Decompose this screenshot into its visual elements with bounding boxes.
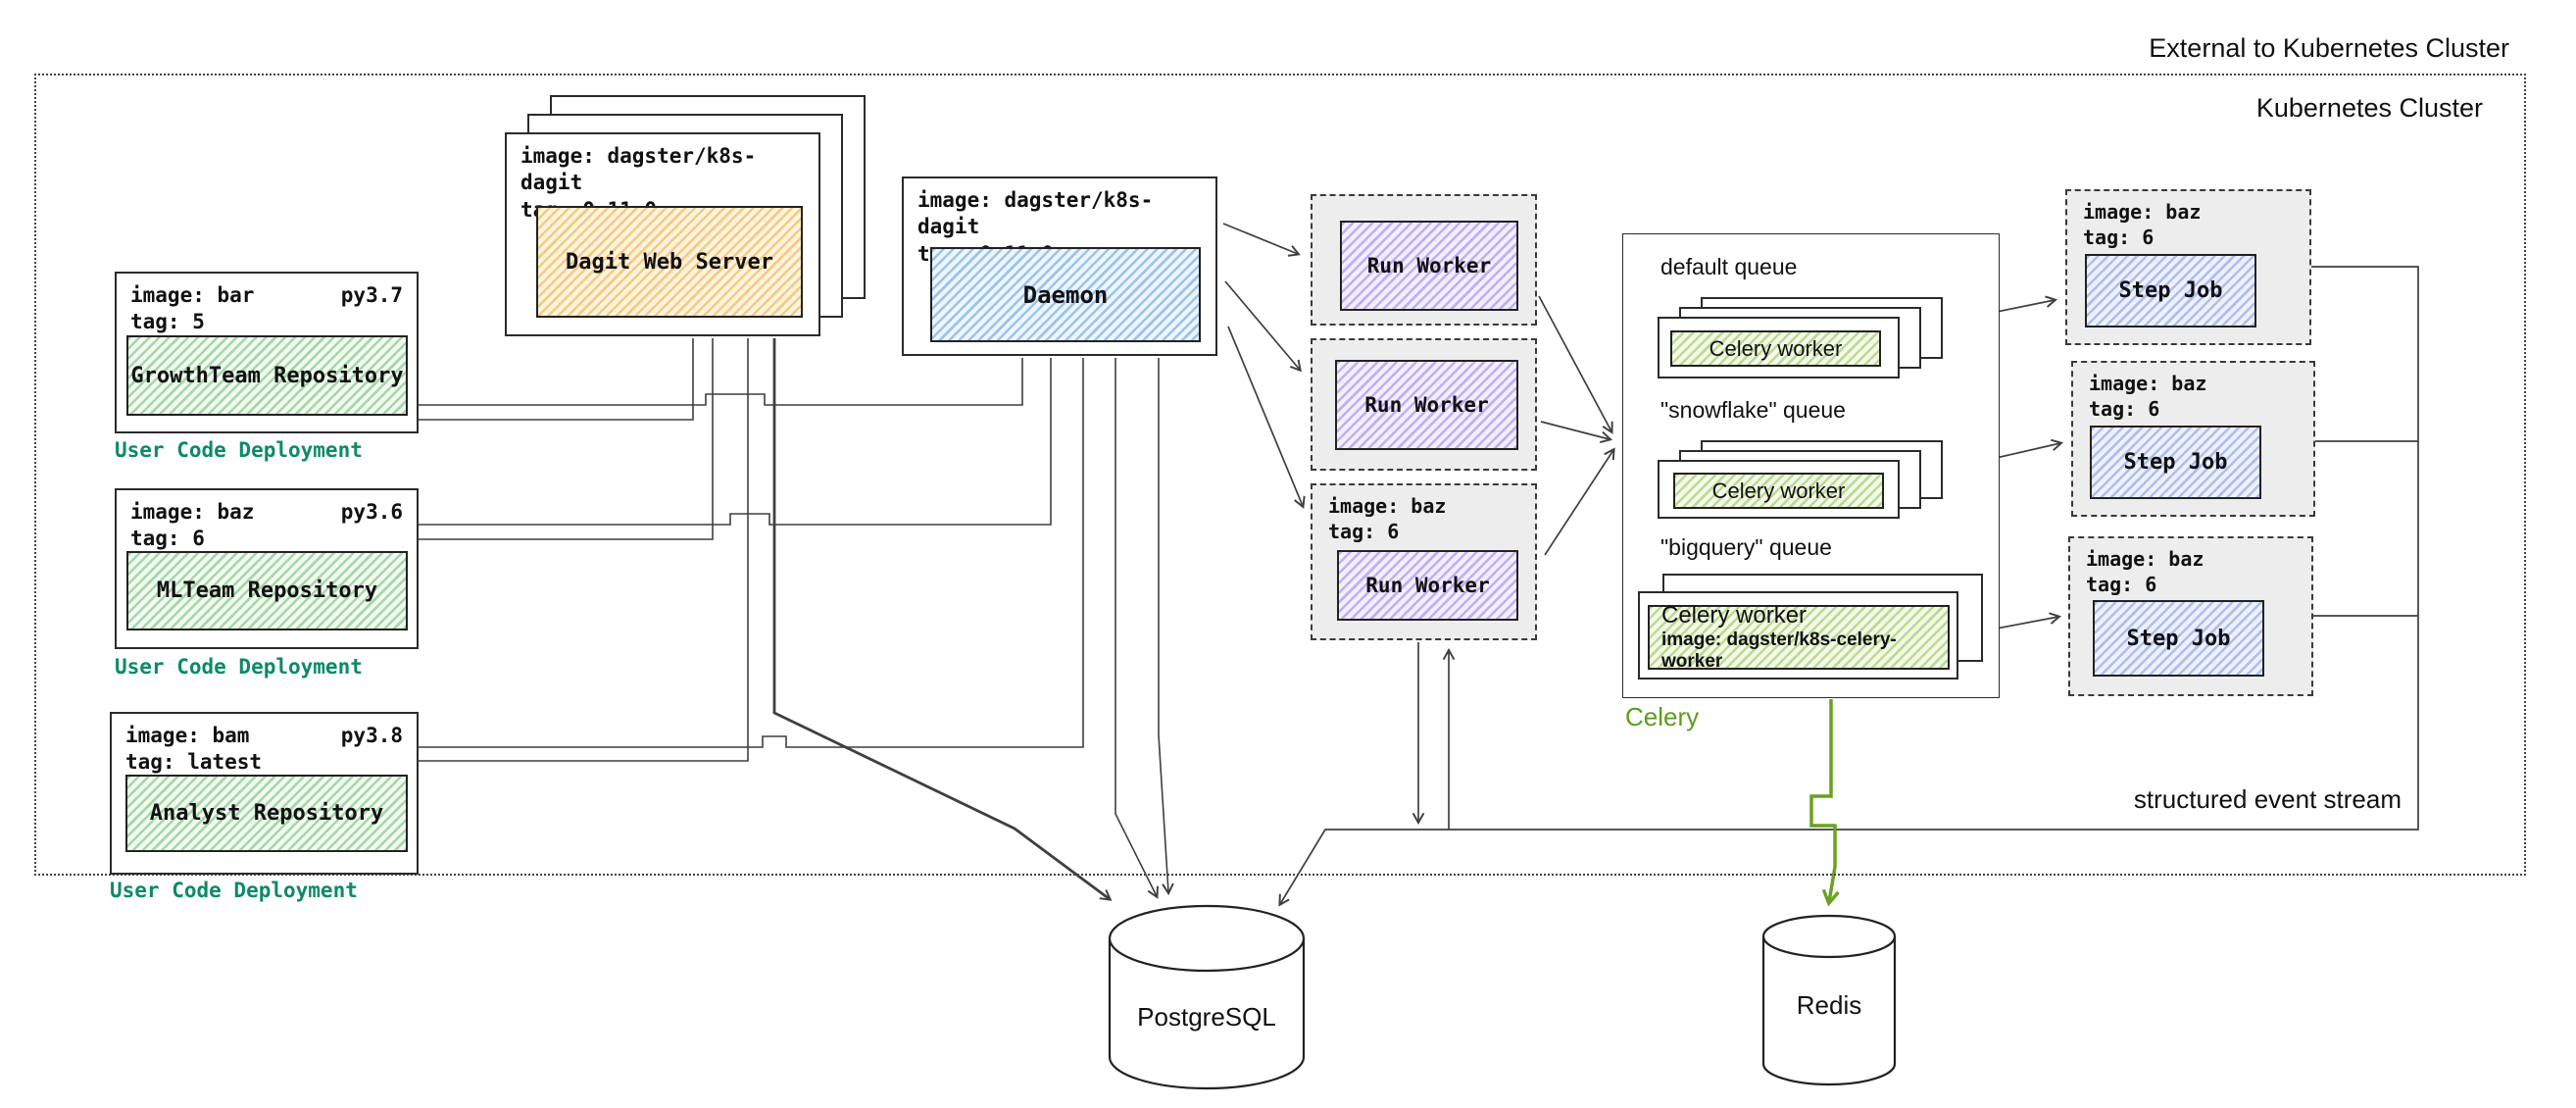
tag-label: tag: 6	[2086, 573, 2157, 596]
celery-worker-name: Celery worker	[1711, 478, 1846, 503]
image-label: image: dagster/k8s-dagit	[520, 144, 757, 195]
run-worker-pod-2: Run Worker	[1311, 338, 1537, 471]
user-code-deployment-caption: User Code Deployment	[115, 438, 363, 462]
celery-redis-arrow	[1809, 699, 1835, 902]
image-label: image: baz	[130, 500, 255, 524]
kubernetes-cluster-label: Kubernetes Cluster	[2255, 93, 2483, 123]
tag-label: tag: 6	[130, 527, 205, 551]
repository-box: Analyst Repository	[125, 775, 408, 852]
run-worker-name: Run Worker	[1364, 393, 1489, 417]
celery-worker-image: image: dagster/k8s-celery-worker	[1661, 630, 1897, 672]
tag-label: tag: 6	[2089, 397, 2160, 421]
queue-label-snowflake: "snowflake" queue	[1660, 397, 1846, 423]
queue-label-bigquery: "bigquery" queue	[1660, 534, 1832, 560]
python-version-label: py3.8	[340, 724, 403, 747]
postgresql-label: PostgreSQL	[1137, 1002, 1276, 1032]
tag-label: tag: latest	[125, 750, 263, 775]
run-worker-header: image: baz tag: 6	[1313, 485, 1535, 544]
repository-name: Analyst Repository	[149, 801, 384, 826]
daemon-name: Daemon	[1022, 280, 1109, 309]
step-job-name: Step Job	[2123, 450, 2228, 475]
run-worker-name: Run Worker	[1365, 574, 1490, 597]
step-job-box: Step Job	[2090, 426, 2261, 499]
user-code-deployment-caption: User Code Deployment	[115, 655, 363, 679]
step-job-header: image: baz tag: 6	[2070, 538, 2311, 597]
celery-worker-snowflake: Celery worker	[1658, 460, 1900, 519]
user-code-deployment-caption: User Code Deployment	[110, 879, 358, 902]
run-worker-name: Run Worker	[1366, 254, 1492, 277]
grpc-wires	[419, 338, 1084, 762]
step-job-box: Step Job	[2093, 600, 2264, 677]
step-job-name: Step Job	[2126, 626, 2231, 651]
deployment-header: image: bar py3.7 tag: 5	[117, 274, 417, 336]
repository-name: GrowthTeam Repository	[130, 363, 404, 388]
step-job-header: image: baz tag: 6	[2073, 363, 2313, 422]
tag-label: tag: 5	[130, 310, 205, 334]
postgres-wires	[772, 338, 1174, 901]
redis-label: Redis	[1796, 990, 1862, 1020]
celery-worker-box: Celery worker	[1673, 473, 1884, 509]
image-label: image: baz	[2086, 547, 2204, 571]
queue-label-default: default queue	[1660, 254, 1798, 279]
celery-worker-box: Celery worker image: dagster/k8s-celery-…	[1648, 602, 1950, 672]
dagit-name: Dagit Web Server	[566, 249, 773, 275]
celery-worker-name: Celery worker	[1661, 602, 1808, 629]
tag-label: tag: 6	[1328, 520, 1400, 543]
dagit-box: Dagit Web Server	[536, 206, 803, 318]
run-worker-box: Run Worker	[1337, 550, 1518, 621]
external-cluster-label: External to Kubernetes Cluster	[2149, 33, 2509, 63]
image-label: image: bam	[125, 724, 250, 747]
image-label: image: baz	[2083, 200, 2202, 224]
step-job-pod-1: image: baz tag: 6 Step Job	[2065, 189, 2311, 345]
deployment-header: image: bam py3.8 tag: latest	[112, 714, 417, 777]
tag-label: tag: 6	[2083, 226, 2155, 249]
step-job-pod-2: image: baz tag: 6 Step Job	[2071, 361, 2315, 517]
python-version-label: py3.6	[340, 500, 403, 524]
celery-caption: Celery	[1625, 702, 1700, 731]
runworker-celery-arrows	[1538, 295, 1615, 556]
daemon: image: dagster/k8s-dagit tag: 0.11.0 Dae…	[902, 176, 1217, 356]
celery-worker-bigquery: Celery worker image: dagster/k8s-celery-…	[1638, 591, 1958, 680]
celery-worker-default: Celery worker	[1658, 317, 1900, 378]
dagit-web-server: image: dagster/k8s-dagit tag: 0.11.0 Dag…	[505, 132, 820, 336]
run-worker-box: Run Worker	[1340, 221, 1518, 311]
daemon-runworker-arrows	[1222, 223, 1306, 509]
celery-worker-box: Celery worker	[1670, 330, 1881, 367]
repository-box: GrowthTeam Repository	[126, 335, 408, 416]
daemon-box: Daemon	[930, 247, 1201, 342]
step-job-name: Step Job	[2118, 278, 2223, 303]
run-worker-pod-3: image: baz tag: 6 Run Worker	[1311, 483, 1537, 640]
repository-box: MLTeam Repository	[126, 551, 408, 630]
event-stream-wires	[1278, 266, 2419, 907]
redis-cylinder	[1761, 914, 1897, 1086]
repository-name: MLTeam Repository	[156, 579, 378, 603]
run-worker-box: Run Worker	[1335, 360, 1518, 450]
deployment-header: image: baz py3.6 tag: 6	[117, 490, 417, 553]
celery-container: default queue Celery worker "snowflake" …	[1622, 233, 2000, 698]
step-job-box: Step Job	[2085, 254, 2256, 327]
user-code-deployment-growthteam: image: bar py3.7 tag: 5 GrowthTeam Repos…	[115, 272, 419, 433]
image-label: image: baz	[1328, 494, 1447, 518]
user-code-deployment-analyst: image: bam py3.8 tag: latest Analyst Rep…	[110, 712, 419, 875]
image-label: image: dagster/k8s-dagit	[917, 188, 1154, 239]
celery-worker-name: Celery worker	[1709, 335, 1843, 361]
user-code-deployment-mlteam: image: baz py3.6 tag: 6 MLTeam Repositor…	[115, 488, 419, 649]
event-stream-label: structured event stream	[2133, 784, 2402, 814]
step-job-pod-3: image: baz tag: 6 Step Job	[2068, 536, 2313, 696]
step-job-header: image: baz tag: 6	[2067, 191, 2309, 250]
run-worker-pod-1: Run Worker	[1311, 194, 1537, 326]
image-label: image: baz	[2089, 372, 2207, 395]
image-label: image: bar	[130, 283, 255, 307]
postgresql-cylinder	[1108, 904, 1306, 1090]
python-version-label: py3.7	[340, 283, 403, 307]
